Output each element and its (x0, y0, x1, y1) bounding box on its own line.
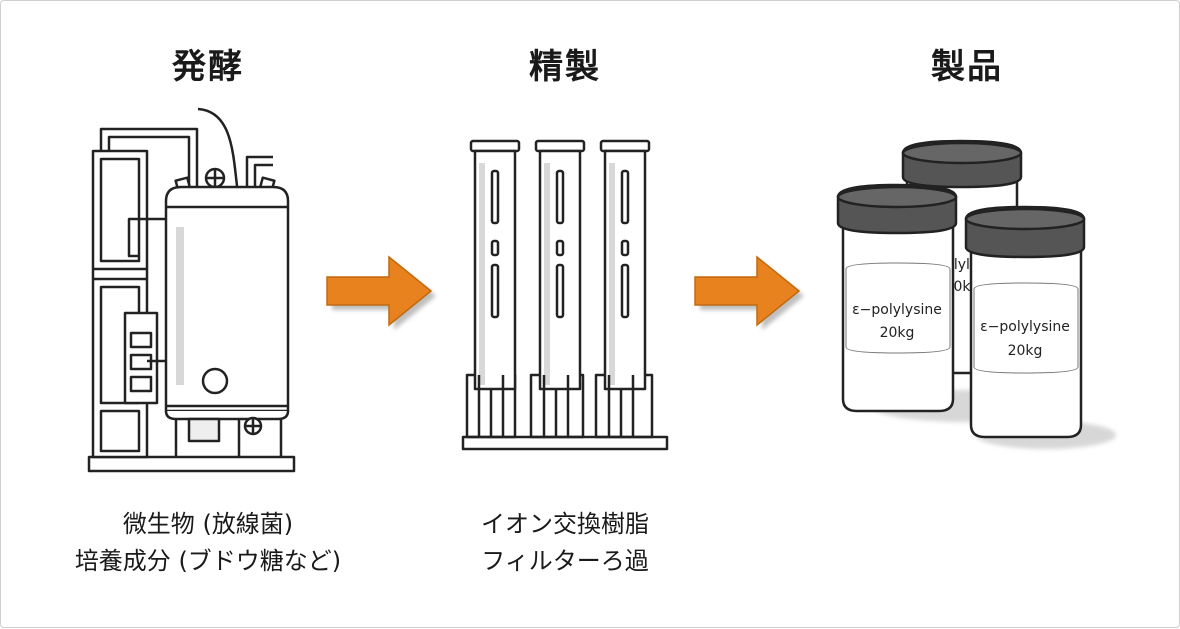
stage-title-purification: 精製 (529, 47, 601, 87)
stage-title-product: 製品 (931, 47, 1003, 87)
resin-column (529, 139, 586, 439)
caption-line: フィルターろ過 (481, 547, 649, 575)
stage-title-fermentation: 発酵 (172, 47, 244, 87)
process-arrow-icon (326, 255, 436, 330)
jar-label-name: ε−polylysine (852, 302, 942, 318)
resin-column (465, 139, 521, 439)
fermenter-tank-icon (87, 107, 296, 473)
resin-column (594, 139, 654, 439)
caption-line: 培養成分 (ブドウ糖など) (74, 547, 342, 575)
jar-label-weight: 20kg (1008, 343, 1043, 359)
ion-exchange-columns-icon (461, 139, 669, 451)
caption-purification: イオン交換樹脂 フィルターろ過 (385, 506, 745, 580)
product-jars-icon: ε−polylysine 20kg ε−polylysine 20kg ε−po… (836, 139, 1116, 449)
caption-fermentation: 微生物 (放線菌) 培養成分 (ブドウ糖など) (28, 506, 388, 580)
jar-label-weight: 20kg (880, 325, 915, 341)
product-jar-left: ε−polylysine 20kg (836, 183, 958, 413)
caption-line: 微生物 (放線菌) (122, 510, 294, 538)
jar-label-name: ε−polylysine (980, 319, 1070, 335)
process-arrow-icon (694, 255, 804, 330)
caption-line: イオン交換樹脂 (481, 510, 649, 538)
product-jar-right: ε−polylysine 20kg (964, 205, 1086, 439)
